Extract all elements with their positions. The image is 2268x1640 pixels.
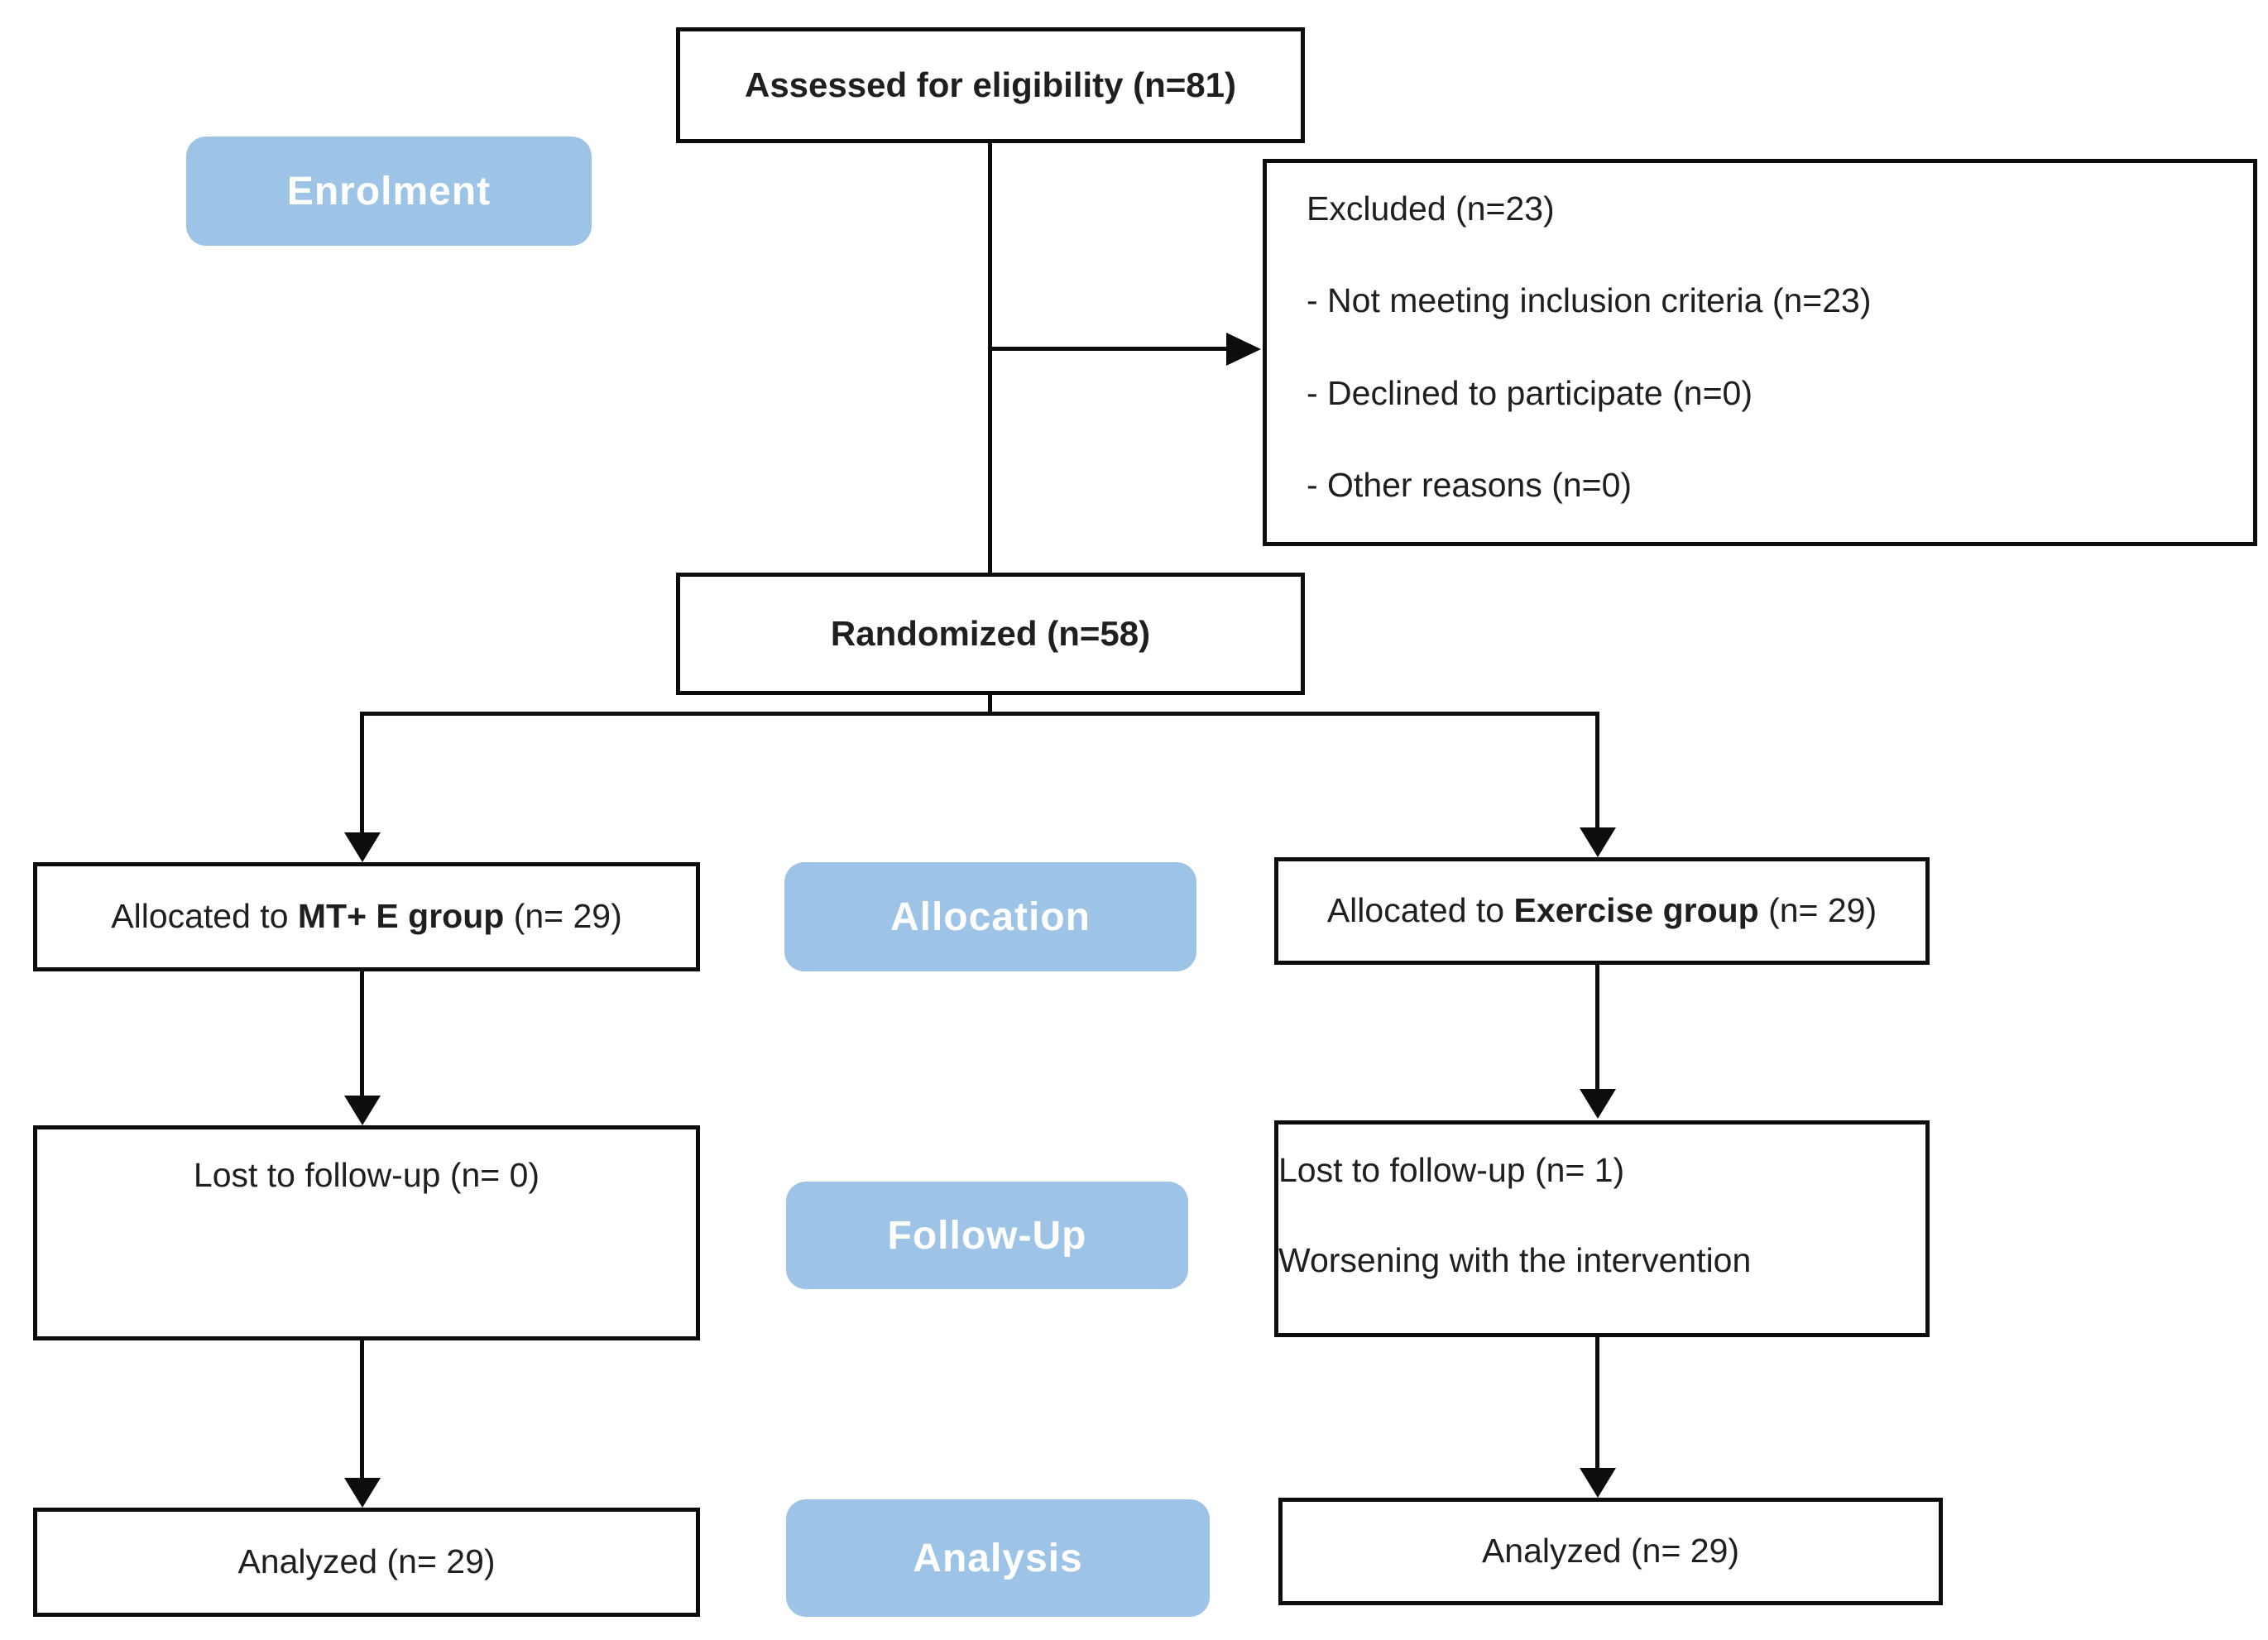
arrowhead-lost-left <box>344 1096 381 1125</box>
allocated-mte-suffix: (n= 29) <box>504 897 622 936</box>
excluded-reason-other: - Other reasons (n=0) <box>1307 465 1633 504</box>
lost-followup-left-text: Lost to follow-up (n= 0) <box>193 1156 540 1194</box>
lost-followup-right-reason: Worsening with the intervention <box>1278 1241 1752 1280</box>
excluded-title: Excluded (n=23) <box>1307 189 1555 228</box>
allocated-mte-text: Allocated to MT+ E group (n= 29) <box>111 895 622 937</box>
analyzed-left-box: Analyzed (n= 29) <box>33 1508 700 1617</box>
allocated-exercise-prefix: Allocated to <box>1326 891 1514 930</box>
analyzed-left-text: Analyzed (n= 29) <box>237 1542 496 1581</box>
excluded-box: Excluded (n=23) - Not meeting inclusion … <box>1263 159 2257 546</box>
analyzed-right-box: Analyzed (n= 29) <box>1278 1498 1943 1605</box>
allocated-mte-group: MT+ E group <box>297 897 505 936</box>
allocated-exercise-suffix: (n= 29) <box>1758 891 1877 930</box>
connector-lost-analyzed-left <box>360 1340 364 1479</box>
connector-branch-horizontal <box>360 712 1599 716</box>
assessed-text: Assessed for eligibility (n=81) <box>744 65 1237 104</box>
assessed-box: Assessed for eligibility (n=81) <box>676 27 1305 143</box>
stage-analysis-label: Analysis <box>913 1536 1083 1580</box>
allocated-mte-box: Allocated to MT+ E group (n= 29) <box>33 862 700 971</box>
connector-branch-right-drop <box>1595 712 1599 829</box>
arrowhead-allocated-left <box>344 832 381 862</box>
connector-alloc-lost-right <box>1595 965 1599 1091</box>
allocated-exercise-group: Exercise group <box>1513 891 1759 930</box>
connector-to-excluded <box>990 347 1226 351</box>
connector-randomized-stem <box>988 695 992 715</box>
stage-allocation: Allocation <box>784 862 1196 971</box>
connector-branch-left-drop <box>360 712 364 834</box>
stage-allocation-label: Allocation <box>889 894 1091 939</box>
connector-alloc-lost-left <box>360 971 364 1097</box>
lost-followup-right-box: Lost to follow-up (n= 1) Worsening with … <box>1274 1120 1930 1337</box>
allocated-exercise-box: Allocated to Exercise group (n= 29) <box>1274 857 1930 965</box>
allocated-exercise-text: Allocated to Exercise group (n= 29) <box>1327 890 1877 932</box>
arrowhead-to-excluded <box>1226 333 1261 366</box>
connector-assessed-randomized <box>988 143 992 573</box>
connector-lost-analyzed-right <box>1595 1337 1599 1470</box>
randomized-text: Randomized (n=58) <box>830 613 1151 653</box>
stage-enrolment: Enrolment <box>186 137 592 246</box>
analyzed-right-text: Analyzed (n= 29) <box>1481 1532 1740 1570</box>
stage-followup: Follow-Up <box>786 1182 1188 1289</box>
randomized-box: Randomized (n=58) <box>676 573 1305 695</box>
stage-followup-label: Follow-Up <box>887 1213 1087 1258</box>
excluded-reason-declined: - Declined to participate (n=0) <box>1307 373 1753 412</box>
lost-followup-left-box: Lost to follow-up (n= 0) <box>33 1125 700 1340</box>
lost-followup-right-text: Lost to follow-up (n= 1) <box>1278 1151 1625 1189</box>
arrowhead-lost-right <box>1580 1089 1616 1119</box>
stage-analysis: Analysis <box>786 1499 1210 1617</box>
arrowhead-allocated-right <box>1580 827 1616 857</box>
arrowhead-analyzed-right <box>1580 1468 1616 1498</box>
arrowhead-analyzed-left <box>344 1478 381 1508</box>
excluded-reason-criteria: - Not meeting inclusion criteria (n=23) <box>1307 281 1872 320</box>
allocated-mte-prefix: Allocated to <box>111 897 298 936</box>
stage-enrolment-label: Enrolment <box>286 169 491 213</box>
